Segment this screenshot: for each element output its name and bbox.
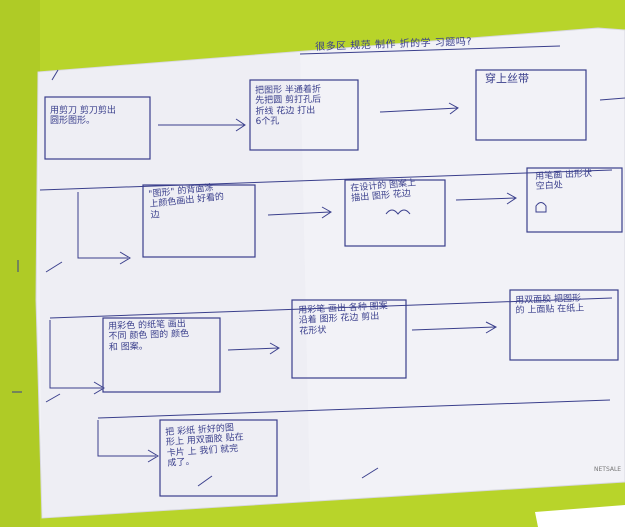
- step-9-text: 用双面胶 把图形 的 上面贴 在纸上: [515, 293, 585, 317]
- pen-mark: [197, 475, 213, 487]
- step-3-box: [475, 69, 587, 141]
- arrow-4-5: [267, 211, 331, 216]
- board-shadow: [0, 0, 40, 527]
- step-7-text: 用彩色 的纸笔 画出 不同 颜色 图的 颜色 和 图案。: [108, 319, 190, 353]
- title-underline: [299, 45, 561, 55]
- paper-shade: [38, 52, 310, 518]
- step-2-text: 把图形 半通着折 先把圆 剪打孔后 折线 花边 打出 6个孔: [255, 84, 322, 128]
- step-2-box: [249, 79, 359, 151]
- row-3-top-line: [49, 297, 613, 319]
- step-4-box: [142, 184, 256, 258]
- step-7-box: [102, 317, 221, 393]
- row-2-entry-head: [119, 251, 131, 265]
- row-4-entry-head: [147, 449, 159, 463]
- cloud-doodle: [385, 209, 411, 215]
- pen-mark: [45, 393, 61, 403]
- arrow-4-5-head: [321, 206, 332, 219]
- step-10-box: [159, 419, 278, 497]
- step-9-box: [509, 289, 619, 361]
- row-2-entry: [77, 192, 128, 259]
- arrow-1-2-head: [235, 118, 246, 132]
- arrow-5-6: [455, 197, 516, 201]
- arrow-5-6-head: [506, 192, 517, 205]
- step-1-text: 用剪刀 剪刀剪出 圆形图形。: [50, 106, 116, 127]
- step-3-text: 穿上丝带: [485, 72, 529, 85]
- row-4-entry: [97, 420, 156, 457]
- step-1-box: [44, 96, 151, 160]
- corner-note: NETSALE: [594, 466, 622, 473]
- arrow-2-3: [379, 107, 459, 113]
- step-5-box: [344, 179, 446, 247]
- row-3-entry-head: [93, 381, 105, 395]
- row-3-entry: [49, 320, 102, 389]
- row-2-top-line: [39, 169, 613, 191]
- arrow-8-9: [411, 326, 496, 331]
- step-8-text: 用彩笔 画出 各种 图案 沿着 图形 花边 剪出 花形状: [298, 301, 388, 337]
- arrow-7-8: [227, 347, 279, 351]
- step-6-box: [526, 167, 623, 233]
- pen-mark: [45, 261, 63, 273]
- connector-1: [599, 97, 625, 101]
- arrow-7-8-head: [269, 342, 280, 355]
- step-10-text: 把 彩纸 折好的图 形上 用双面胶 贴在 卡片 上 我们 就完 成了。: [165, 423, 244, 469]
- pen-mark: [361, 467, 379, 479]
- paper-scrap: [535, 505, 625, 527]
- step-8-box: [291, 299, 407, 379]
- arrow-2-3-head: [448, 102, 459, 115]
- arrow-8-9-head: [485, 321, 498, 334]
- pen-mark: [51, 69, 59, 81]
- flower-doodle: [535, 202, 547, 213]
- row-4-top-line: [97, 399, 611, 419]
